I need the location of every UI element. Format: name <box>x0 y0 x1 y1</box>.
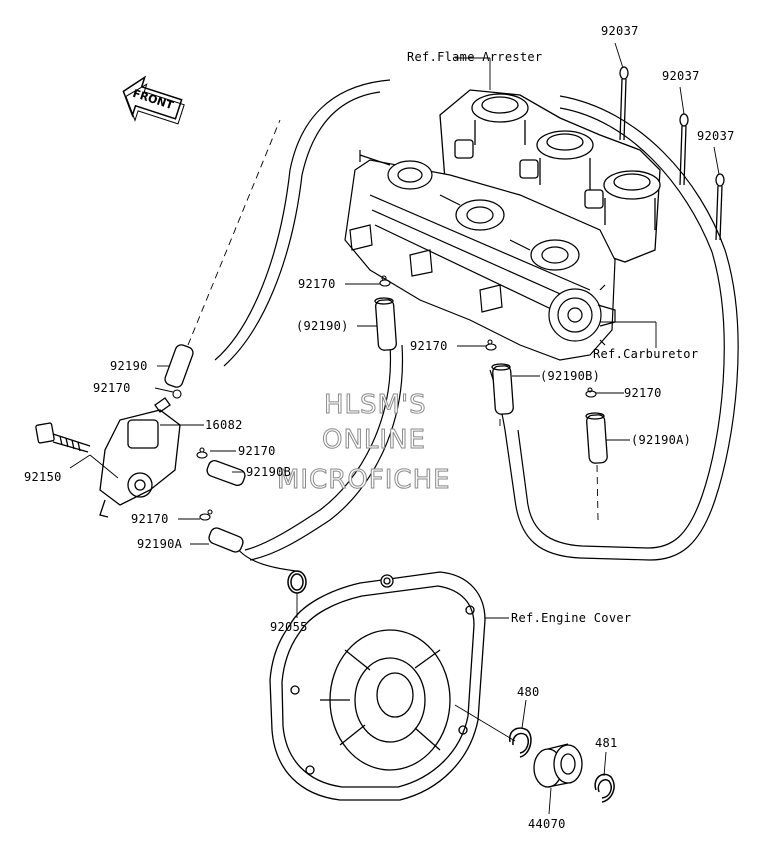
watermark-line-3: MICROFICHE <box>277 465 451 496</box>
ref-engine-cover-label: Ref.Engine Cover <box>511 611 632 625</box>
part-92170-top[interactable]: 92170 <box>298 277 336 291</box>
circlip-481-part <box>594 773 615 803</box>
part-92190a-paren[interactable]: (92190A) <box>631 433 692 447</box>
part-92190a-low[interactable]: 92190A <box>137 537 183 551</box>
fuel-hose-loop-left <box>214 79 391 367</box>
part-92170-low[interactable]: 92170 <box>131 512 169 526</box>
part-92037-c[interactable]: 92037 <box>697 129 735 143</box>
clip-92170-icons <box>172 275 597 521</box>
fuel-hose-lower-left <box>234 344 404 573</box>
hose-92190b-upper <box>491 363 514 415</box>
fuel-pump-part <box>99 397 181 518</box>
part-16082[interactable]: 16082 <box>205 418 243 432</box>
part-481[interactable]: 481 <box>595 736 618 750</box>
engine-cover-part <box>269 571 486 801</box>
hose-92190a-upper <box>585 412 608 464</box>
part-92190-paren[interactable]: (92190) <box>296 319 349 333</box>
part-92037-b[interactable]: 92037 <box>662 69 700 83</box>
hose-92190b-pump <box>206 460 246 486</box>
front-arrow-icon <box>122 75 185 125</box>
leader-lines <box>69 42 720 815</box>
part-92150[interactable]: 92150 <box>24 470 62 484</box>
part-92190b-paren[interactable]: (92190B) <box>540 369 601 383</box>
watermark-line-1: HLSM'S <box>324 390 427 421</box>
carburetor-assembly-part <box>344 150 616 361</box>
part-92170-right[interactable]: 92170 <box>624 386 662 400</box>
ref-carburetor-label: Ref.Carburetor <box>593 347 699 361</box>
part-480[interactable]: 480 <box>517 685 540 699</box>
part-92170-left[interactable]: 92170 <box>93 381 131 395</box>
part-44070[interactable]: 44070 <box>528 817 566 831</box>
bolt-92150-part <box>35 422 91 453</box>
bearing-44070-part <box>533 743 583 788</box>
circlip-480-part <box>509 727 532 758</box>
part-92037-a[interactable]: 92037 <box>601 24 639 38</box>
hose-92190a-pump <box>208 527 244 553</box>
fuel-hose-loop-right <box>489 95 739 561</box>
part-92170-pump[interactable]: 92170 <box>238 444 276 458</box>
ref-flame-arrester-label: Ref.Flame Arrester <box>407 50 543 64</box>
part-92190-left[interactable]: 92190 <box>110 359 148 373</box>
part-92190b-pump[interactable]: 92190B <box>246 465 292 479</box>
hose-92190-left <box>164 344 194 388</box>
part-92055[interactable]: 92055 <box>270 620 308 634</box>
part-92170-mid[interactable]: 92170 <box>410 339 448 353</box>
cable-ties-92037 <box>619 66 725 241</box>
watermark-line-2: ONLINE <box>322 425 426 456</box>
hose-92190-upper <box>374 297 397 351</box>
o-ring-92055-part <box>287 570 307 594</box>
